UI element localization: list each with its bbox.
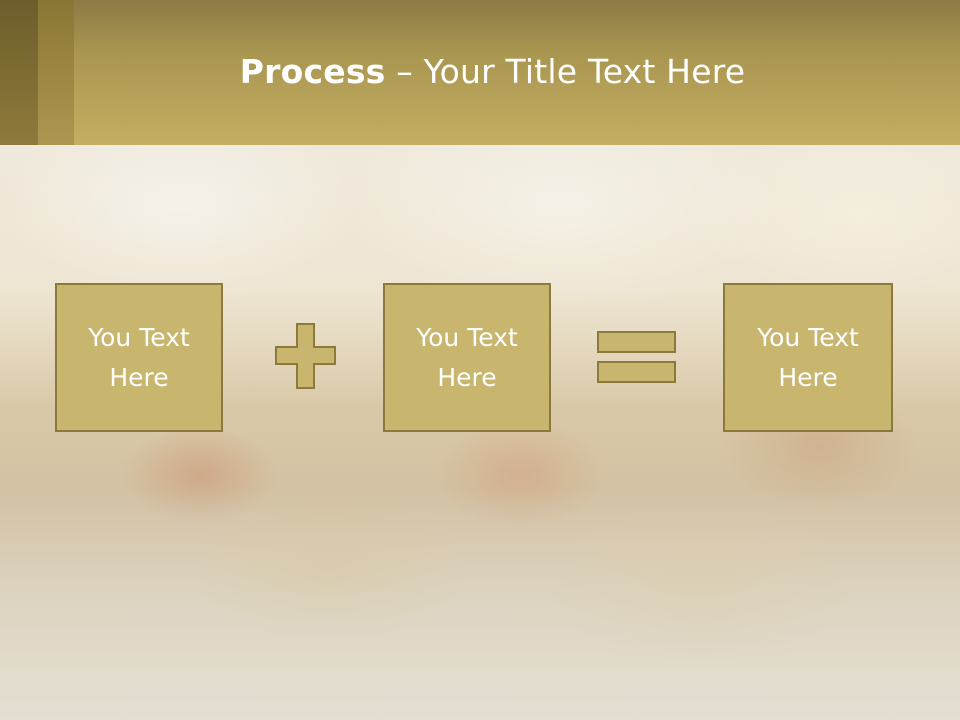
process-box-text: You Text Here: [416, 322, 518, 392]
header-accent-strip-light: [38, 0, 74, 145]
plus-icon: [275, 323, 336, 389]
process-box-2[interactable]: You Text Here: [383, 283, 551, 432]
background-photo-overlay: [0, 145, 960, 720]
process-box-1[interactable]: You Text Here: [55, 283, 223, 432]
process-box-text: You Text Here: [88, 322, 190, 392]
title-rest: – Your Title Text Here: [385, 52, 746, 91]
slide-title[interactable]: Process – Your Title Text Here: [0, 52, 960, 91]
header-band: [0, 0, 960, 145]
process-box-3[interactable]: You Text Here: [723, 283, 893, 432]
process-box-text: You Text Here: [757, 322, 859, 392]
title-bold: Process: [239, 52, 386, 91]
equals-icon: [597, 331, 676, 383]
header-accent-strip: [0, 0, 38, 145]
